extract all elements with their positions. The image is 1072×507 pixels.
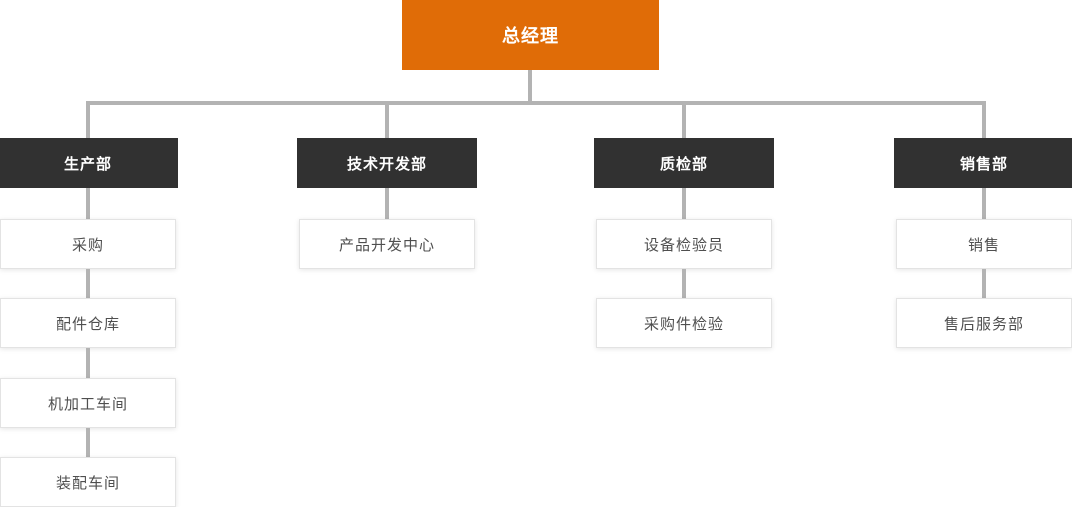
root-node: 总经理 xyxy=(402,0,659,70)
child-node: 机加工车间 xyxy=(0,378,176,428)
child-connector xyxy=(86,188,90,219)
child-node: 采购 xyxy=(0,219,176,269)
child-connector xyxy=(982,269,986,298)
child-node: 产品开发中心 xyxy=(299,219,475,269)
dept-connector xyxy=(86,101,90,138)
child-node: 售后服务部 xyxy=(896,298,1072,348)
child-connector xyxy=(86,428,90,457)
dept-connector xyxy=(682,101,686,138)
child-connector xyxy=(86,348,90,378)
child-connector xyxy=(385,188,389,219)
child-connector xyxy=(682,188,686,219)
child-node: 装配车间 xyxy=(0,457,176,507)
child-connector xyxy=(86,269,90,298)
child-connector xyxy=(682,269,686,298)
dept-connector xyxy=(385,101,389,138)
dept-node: 技术开发部 xyxy=(297,138,477,188)
root-connector xyxy=(528,70,532,105)
dept-node: 销售部 xyxy=(894,138,1072,188)
child-connector xyxy=(982,188,986,219)
dept-node: 质检部 xyxy=(594,138,774,188)
child-node: 采购件检验 xyxy=(596,298,772,348)
dept-connector xyxy=(982,101,986,138)
dept-node: 生产部 xyxy=(0,138,178,188)
child-node: 配件仓库 xyxy=(0,298,176,348)
child-node: 销售 xyxy=(896,219,1072,269)
child-node: 设备检验员 xyxy=(596,219,772,269)
tree-horizontal-bar xyxy=(86,101,986,105)
